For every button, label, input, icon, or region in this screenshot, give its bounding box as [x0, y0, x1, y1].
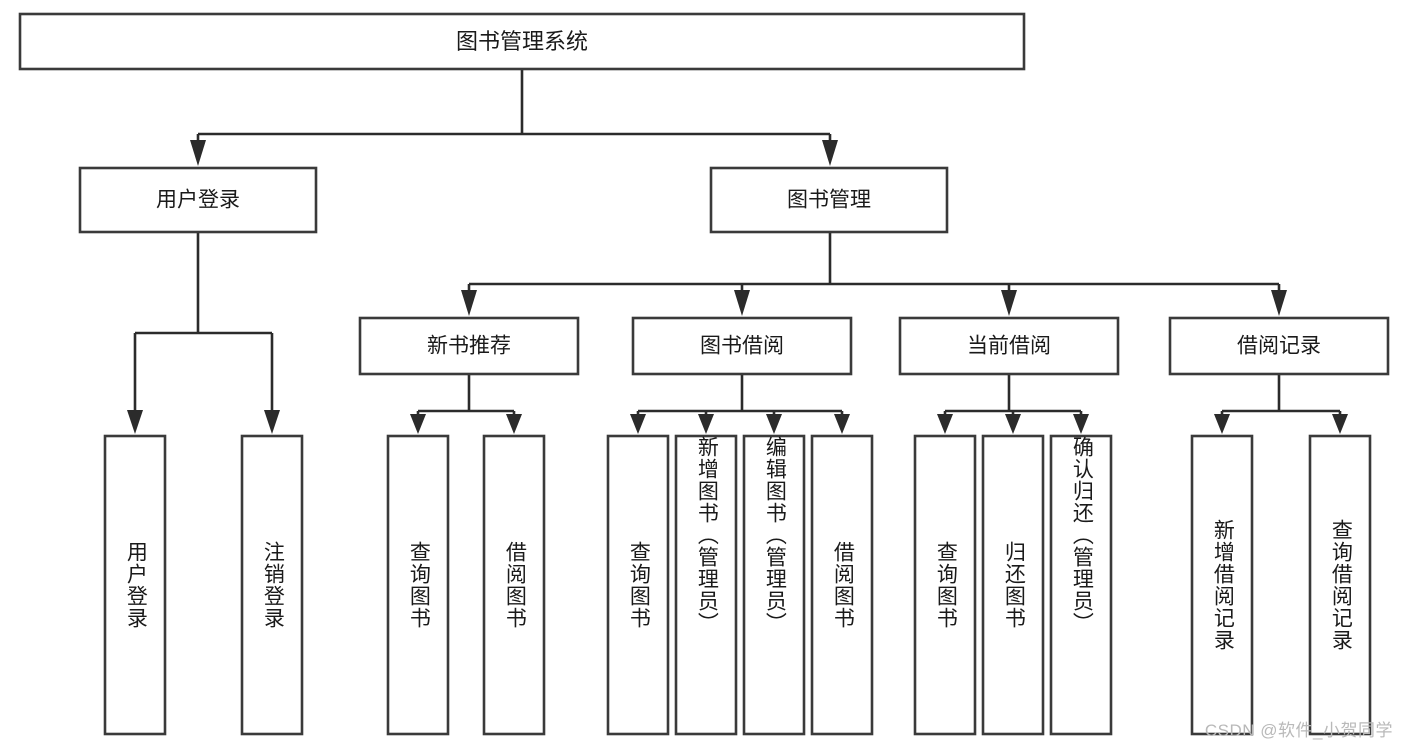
arrow-root-to-user-login: [190, 140, 206, 166]
node-new-book-rec-label: 新书推荐: [427, 335, 511, 358]
edges-root-to-level2: [190, 69, 838, 166]
leaf-query-book-rec-box[interactable]: [386, 434, 450, 736]
arrow-root-to-book-manage: [822, 140, 838, 166]
node-new-book-rec[interactable]: 新书推荐: [358, 316, 580, 376]
edges-book-borrow-to-leaves: [630, 374, 850, 434]
arrow-to-leaf-user-logout: [264, 410, 280, 434]
node-borrow-record-label: 借阅记录: [1237, 335, 1321, 358]
arrow-to-leaf-query-book-cur: [937, 414, 953, 434]
node-book-manage[interactable]: 图书管理: [709, 166, 949, 234]
arrow-to-leaf-user-login: [127, 410, 143, 434]
arrow-to-leaf-query-book-rec: [410, 414, 426, 434]
node-root-box[interactable]: [18, 12, 1026, 71]
arrow-to-leaf-query-record: [1332, 414, 1348, 434]
watermark-text: CSDN @软件_小贺同学: [1204, 721, 1393, 740]
leaf-query-book-cur-box[interactable]: [913, 434, 977, 736]
node-current-borrow-box[interactable]: [898, 316, 1120, 376]
leaf-user-login-box[interactable]: [103, 434, 167, 736]
arrow-to-borrow-record: [1271, 290, 1287, 316]
leaf-add-record-box[interactable]: [1190, 434, 1254, 736]
node-user-login[interactable]: 用户登录: [78, 166, 318, 234]
arrow-to-book-borrow: [734, 290, 750, 316]
leaf-add-book-box[interactable]: [674, 434, 738, 736]
node-user-login-label: 用户登录: [156, 189, 240, 212]
leaf-confirm-return-box[interactable]: [1049, 434, 1113, 736]
node-user-login-box[interactable]: [78, 166, 318, 234]
node-root[interactable]: 图书管理系统: [18, 12, 1026, 71]
arrow-to-current-borrow: [1001, 290, 1017, 316]
node-borrow-record-box[interactable]: [1168, 316, 1390, 376]
leaf-boxes: [103, 434, 1372, 736]
leaf-borrow-book-box[interactable]: [810, 434, 874, 736]
arrow-to-leaf-add-book: [698, 414, 714, 434]
edges-new-book-rec-to-leaves: [410, 374, 522, 434]
leaf-edit-book-box[interactable]: [742, 434, 806, 736]
arrow-to-leaf-add-record: [1214, 414, 1230, 434]
arrow-to-leaf-confirm-return: [1073, 414, 1089, 434]
leaf-user-logout-box[interactable]: [240, 434, 304, 736]
leaf-return-book-box[interactable]: [981, 434, 1045, 736]
node-book-borrow-label: 图书借阅: [700, 335, 784, 358]
edges-current-borrow-to-leaves: [937, 374, 1089, 434]
node-book-borrow[interactable]: 图书借阅: [631, 316, 853, 376]
node-book-manage-box[interactable]: [709, 166, 949, 234]
leaf-borrow-book-rec-box[interactable]: [482, 434, 546, 736]
node-borrow-record[interactable]: 借阅记录: [1168, 316, 1390, 376]
node-book-manage-label: 图书管理: [787, 189, 871, 212]
leaf-query-record-box[interactable]: [1308, 434, 1372, 736]
edges-user-login-to-leaves: [127, 232, 280, 434]
leaf-query-book-box[interactable]: [606, 434, 670, 736]
arrow-to-leaf-borrow-book: [834, 414, 850, 434]
arrow-to-leaf-borrow-book-rec: [506, 414, 522, 434]
edges-borrow-record-to-leaves: [1214, 374, 1348, 434]
arrow-to-new-book-rec: [461, 290, 477, 316]
node-root-label: 图书管理系统: [456, 29, 588, 54]
arrow-to-leaf-query-book: [630, 414, 646, 434]
node-current-borrow[interactable]: 当前借阅: [898, 316, 1120, 376]
node-new-book-rec-box[interactable]: [358, 316, 580, 376]
node-book-borrow-box[interactable]: [631, 316, 853, 376]
node-current-borrow-label: 当前借阅: [967, 335, 1051, 358]
arrow-to-leaf-edit-book: [766, 414, 782, 434]
arrow-to-leaf-return-book: [1005, 414, 1021, 434]
edges-book-manage-to-level3: [461, 232, 1287, 316]
